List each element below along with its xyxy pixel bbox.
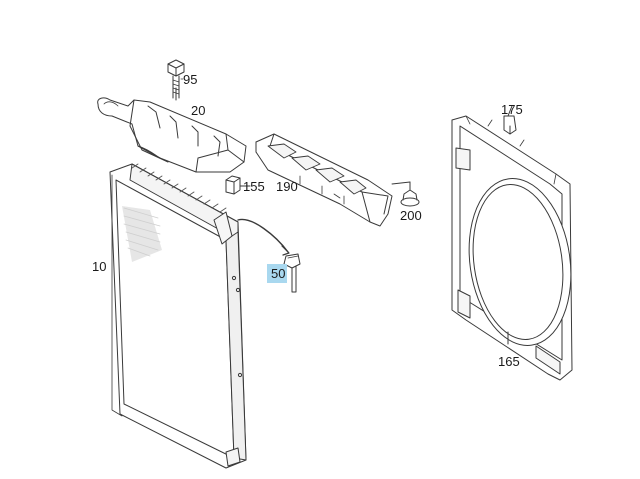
bolt-part-95[interactable] [167,59,185,99]
callout-155[interactable]: 155 [243,179,265,194]
cap-part-155[interactable] [225,175,251,195]
callout-95[interactable]: 95 [183,72,198,87]
bracket-part-190[interactable] [255,133,393,227]
radiator-part-10[interactable] [109,163,247,469]
callout-200[interactable]: 200 [400,208,422,223]
callout-165[interactable]: 165 [498,354,520,369]
level-sensor-part-50[interactable] [237,218,301,293]
callout-175[interactable]: 175 [501,102,523,117]
callout-10[interactable]: 10 [92,259,107,274]
callout-190[interactable]: 190 [276,179,298,194]
clip-part-175[interactable] [503,105,517,135]
callout-20[interactable]: 20 [191,103,206,118]
expansion-tank-part-20[interactable] [97,87,247,173]
callout-50-highlighted[interactable]: 50 [267,264,288,283]
fan-shroud-part-165[interactable] [451,115,581,381]
rivet-part-200[interactable] [391,181,420,207]
